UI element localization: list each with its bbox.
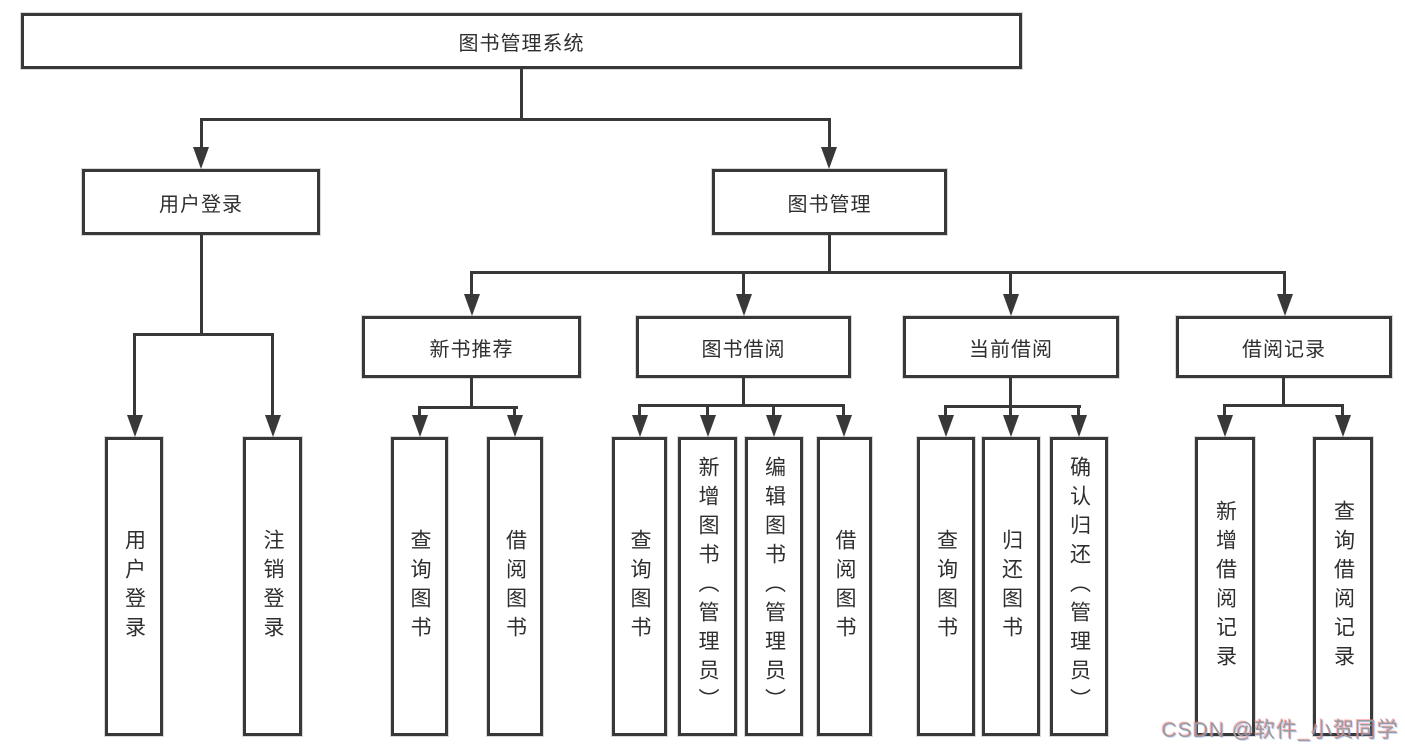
leaf-user-login-label: 用户登录	[122, 528, 146, 645]
node-current-borrow: 当前借阅	[903, 316, 1119, 378]
connector-line	[133, 333, 274, 336]
leaf-return-book-label: 归还图书	[999, 528, 1023, 645]
leaf-current-query-books-label: 查询图书	[934, 528, 958, 645]
connector-line	[1223, 404, 1344, 407]
connector-line	[133, 333, 136, 417]
arrow-down-icon	[1335, 415, 1351, 437]
leaf-borrow-borrow-books-label: 借阅图书	[833, 528, 856, 645]
csdn-watermark: CSDN @软件_小贺同学	[1162, 714, 1399, 744]
arrow-down-icon	[1217, 415, 1233, 437]
connector-line	[1223, 404, 1226, 418]
node-book-management-label: 图书管理	[787, 193, 872, 216]
arrow-down-icon	[821, 147, 837, 169]
leaf-borrow-borrow-books: 借阅图书	[817, 437, 872, 736]
node-borrow-records: 借阅记录	[1176, 316, 1392, 378]
connector-line	[638, 404, 845, 407]
connector-line	[470, 378, 473, 408]
arrow-down-icon	[464, 294, 480, 316]
csdn-watermark-text: CSDN @软件_小贺同学	[1161, 719, 1399, 742]
leaf-edit-book-admin: 编辑图书（管理员）	[745, 437, 803, 736]
arrow-down-icon	[193, 147, 209, 169]
connector-line	[470, 271, 1286, 274]
connector-line	[1009, 405, 1012, 418]
arrow-down-icon	[1071, 415, 1087, 437]
arrow-down-icon	[1277, 294, 1293, 316]
leaf-user-login: 用户登录	[105, 437, 163, 736]
connector-line	[828, 235, 831, 273]
connector-line	[1283, 271, 1286, 296]
arrow-down-icon	[736, 294, 752, 316]
node-book-borrow: 图书借阅	[636, 316, 851, 378]
arrow-down-icon	[836, 415, 852, 437]
node-user-login-label: 用户登录	[159, 193, 243, 216]
arrow-down-icon	[507, 415, 523, 437]
leaf-add-book-admin: 新增图书（管理员）	[678, 437, 737, 736]
connector-line	[200, 118, 203, 150]
leaf-edit-book-admin-label: 编辑图书（管理员）	[762, 456, 786, 717]
node-root: 图书管理系统	[21, 13, 1022, 69]
arrow-down-icon	[766, 415, 782, 437]
leaf-recommend-borrow-books: 借阅图书	[487, 437, 543, 736]
leaf-add-borrow-record-label: 新增借阅记录	[1213, 499, 1237, 674]
node-new-book-recommend-label: 新书推荐	[429, 338, 514, 361]
connector-line	[513, 406, 516, 418]
node-book-management: 图书管理	[712, 169, 947, 235]
connector-line	[200, 118, 831, 121]
arrow-down-icon	[632, 415, 648, 437]
connector-line	[1009, 271, 1012, 296]
connector-line	[1341, 404, 1344, 418]
leaf-recommend-query-books: 查询图书	[391, 437, 448, 736]
node-user-login: 用户登录	[82, 169, 320, 235]
leaf-logout: 注销登录	[243, 437, 302, 736]
leaf-confirm-return-admin-label: 确认归还（管理员）	[1067, 456, 1091, 717]
connector-line	[706, 404, 709, 418]
leaf-logout-label: 注销登录	[261, 528, 284, 645]
connector-line	[520, 69, 523, 120]
leaf-current-query-books: 查询图书	[917, 437, 975, 736]
connector-line	[1077, 405, 1080, 418]
connector-line	[418, 406, 518, 409]
connector-line	[772, 404, 775, 418]
node-borrow-records-label: 借阅记录	[1242, 338, 1326, 361]
node-root-label: 图书管理系统	[458, 32, 585, 55]
leaf-recommend-query-books-label: 查询图书	[408, 528, 431, 645]
leaf-confirm-return-admin: 确认归还（管理员）	[1050, 437, 1108, 736]
connector-line	[200, 235, 203, 335]
connector-line	[470, 271, 473, 296]
arrow-down-icon	[700, 415, 716, 437]
connector-line	[828, 118, 831, 150]
node-new-book-recommend: 新书推荐	[362, 316, 581, 378]
arrow-down-icon	[265, 415, 281, 437]
arrow-down-icon	[1003, 415, 1019, 437]
node-current-borrow-label: 当前借阅	[969, 338, 1053, 361]
connector-line	[944, 405, 947, 418]
arrow-down-icon	[938, 415, 954, 437]
connector-line	[842, 404, 845, 418]
arrow-down-icon	[1003, 294, 1019, 316]
connector-line	[1282, 378, 1285, 406]
arrow-down-icon	[127, 415, 143, 437]
connector-line	[418, 406, 421, 418]
leaf-borrow-query-books-label: 查询图书	[628, 528, 651, 645]
node-book-borrow-label: 图书借阅	[701, 338, 786, 361]
leaf-query-borrow-record-label: 查询借阅记录	[1331, 499, 1355, 674]
leaf-recommend-borrow-books-label: 借阅图书	[503, 528, 527, 645]
connector-line	[638, 404, 641, 418]
connector-line	[271, 333, 274, 417]
connector-line	[1009, 378, 1012, 407]
connector-line	[742, 271, 745, 296]
connector-line	[944, 405, 1081, 408]
leaf-query-borrow-record: 查询借阅记录	[1313, 437, 1373, 736]
leaf-add-borrow-record: 新增借阅记录	[1195, 437, 1255, 736]
connector-line	[742, 378, 745, 406]
leaf-borrow-query-books: 查询图书	[612, 437, 667, 736]
leaf-add-book-admin-label: 新增图书（管理员）	[696, 456, 719, 717]
arrow-down-icon	[412, 415, 428, 437]
leaf-return-book: 归还图书	[982, 437, 1040, 736]
